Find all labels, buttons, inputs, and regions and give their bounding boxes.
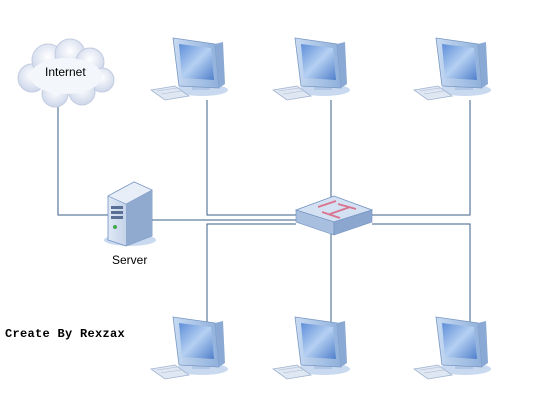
internet-label: Internet (45, 65, 86, 79)
credit-text: Create By Rexzax (5, 327, 126, 341)
link-internet-server (57, 100, 108, 216)
network-switch-icon (294, 195, 374, 236)
link-bottom-right-pc (372, 223, 471, 330)
workstation-top-right (413, 37, 492, 101)
server-tower-icon (104, 181, 156, 247)
workstation-bottom-middle (272, 316, 351, 380)
workstation-top-left (150, 37, 229, 101)
link-top-right-pc (372, 100, 471, 216)
workstation-bottom-right (413, 316, 492, 380)
workstation-bottom-left (150, 316, 229, 380)
workstation-top-middle (272, 37, 351, 101)
link-top-left-pc (206, 100, 296, 216)
link-bottom-left-pc (206, 223, 296, 330)
cloud-icon (17, 38, 115, 108)
server-label: Server (112, 253, 148, 267)
connection-lines (57, 100, 471, 330)
